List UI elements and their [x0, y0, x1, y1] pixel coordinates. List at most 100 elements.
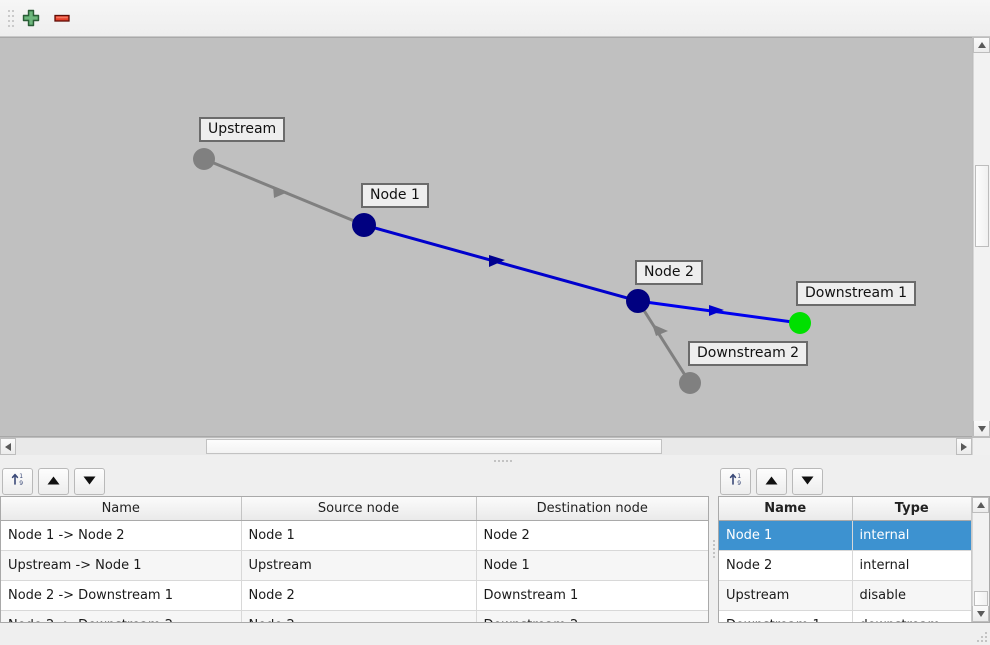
scroll-up-button[interactable] [973, 37, 990, 53]
svg-text:1: 1 [19, 473, 23, 480]
graph-hscroll-thumb[interactable] [206, 439, 662, 454]
nodes-table: Name Type Node 1 internal Node 2 i [719, 497, 971, 622]
nodes-table-scrollbar[interactable] [971, 497, 989, 622]
sort-ascending-icon: 1 9 [10, 471, 26, 491]
vertical-splitter[interactable] [709, 466, 718, 623]
cell-type[interactable]: internal [852, 520, 971, 551]
cell-name[interactable]: Node 2 -> Downstream 1 [1, 580, 242, 611]
edges-table-scroll[interactable]: Name Source node Destination node Node 1… [1, 497, 708, 622]
svg-text:1: 1 [737, 473, 741, 480]
toolbar-drag-handle[interactable] [4, 7, 13, 29]
plus-icon [21, 8, 41, 28]
column-header-destination-node[interactable]: Destination node [476, 497, 708, 521]
cell-type[interactable]: disable [852, 580, 971, 611]
edge-node2-downstream2 [636, 300, 692, 384]
bottom-area: 1 9 [0, 466, 990, 623]
graph-label-node1[interactable]: Node 1 [361, 183, 429, 208]
triangle-left-icon [5, 442, 11, 451]
svg-text:9: 9 [737, 480, 741, 487]
cell-destination[interactable]: Node 1 [476, 550, 708, 581]
minus-icon [52, 8, 72, 28]
triangle-up-icon [976, 502, 985, 508]
status-bar [0, 623, 990, 645]
table-row[interactable]: Node 1 -> Node 2 Node 1 Node 2 [1, 520, 708, 551]
cell-type[interactable]: downstream [852, 610, 971, 622]
cell-name[interactable]: Upstream -> Node 1 [1, 550, 242, 581]
cell-type[interactable]: internal [852, 550, 971, 581]
remove-node-button[interactable] [48, 4, 76, 32]
scroll-right-button[interactable] [956, 438, 972, 455]
window-resize-grip[interactable] [975, 630, 987, 642]
column-header-source-node[interactable]: Source node [241, 497, 477, 521]
cell-source[interactable]: Node 1 [241, 520, 477, 551]
cell-name[interactable]: Upstream [719, 580, 853, 611]
nodes-vscroll-thumb[interactable] [974, 591, 988, 606]
nodes-table-wrap: Name Type Node 1 internal Node 2 i [718, 496, 990, 623]
nodes-panel: 1 9 [718, 466, 990, 623]
table-row[interactable]: Upstream disable [719, 580, 971, 611]
sort-ascending-icon: 1 9 [728, 471, 744, 491]
column-header-type[interactable]: Type [852, 497, 971, 521]
graph-canvas[interactable]: Upstream Node 1 Node 2 Downstream 1 Down… [0, 37, 972, 437]
cell-name[interactable]: Downstream 1 [719, 610, 853, 622]
triangle-up-icon [765, 474, 778, 489]
triangle-down-icon [976, 610, 985, 617]
graph-vertical-scrollbar[interactable] [972, 37, 990, 437]
cell-source[interactable]: Node 2 [241, 610, 477, 622]
edge-upstream-node1 [203, 157, 365, 227]
graph-label-downstream2[interactable]: Downstream 2 [688, 341, 809, 366]
nodes-move-down-button[interactable] [792, 467, 823, 495]
column-header-name[interactable]: Name [1, 497, 242, 521]
svg-text:9: 9 [19, 480, 23, 487]
edges-toolbar: 1 9 [0, 466, 709, 496]
scroll-down-button[interactable] [972, 606, 989, 622]
cell-name[interactable]: Node 1 [719, 520, 853, 551]
column-header-name[interactable]: Name [719, 497, 853, 521]
cell-name[interactable]: Node 2 [719, 550, 853, 581]
nodes-sort-button[interactable]: 1 9 [720, 467, 751, 495]
cell-destination[interactable]: Downstream 2 [476, 610, 708, 622]
cell-destination[interactable]: Node 2 [476, 520, 708, 551]
nodes-table-scroll[interactable]: Name Type Node 1 internal Node 2 i [719, 497, 971, 622]
graph-horizontal-scrollbar[interactable] [0, 437, 990, 455]
table-row[interactable]: Node 1 internal [719, 520, 971, 551]
cell-name[interactable]: Node 1 -> Node 2 [1, 520, 242, 551]
triangle-down-icon [977, 425, 986, 432]
horizontal-splitter[interactable] [0, 455, 990, 466]
graph-label-upstream[interactable]: Upstream [199, 117, 286, 142]
graph-hscroll-track[interactable] [16, 438, 956, 455]
edges-move-up-button[interactable] [38, 467, 69, 495]
graph-vscroll-thumb[interactable] [975, 165, 989, 247]
nodes-table-header-row: Name Type [719, 497, 971, 521]
triangle-up-icon [977, 42, 986, 48]
graph-label-node2[interactable]: Node 2 [635, 260, 703, 285]
scrollbar-corner [972, 438, 990, 455]
cell-destination[interactable]: Downstream 1 [476, 580, 708, 611]
edges-table: Name Source node Destination node Node 1… [1, 497, 708, 622]
graph-vscroll-track[interactable] [973, 53, 990, 421]
graph-node-downstream1 [789, 312, 811, 334]
add-node-button[interactable] [17, 4, 45, 32]
cell-name[interactable]: Node 2 -> Downstream 2 [1, 610, 242, 622]
nodes-toolbar: 1 9 [718, 466, 990, 496]
nodes-vscroll-track[interactable] [972, 513, 989, 606]
scroll-up-button[interactable] [972, 497, 989, 513]
scroll-down-button[interactable] [973, 421, 990, 437]
graph-label-downstream1[interactable]: Downstream 1 [796, 281, 917, 306]
edges-panel: 1 9 [0, 466, 709, 623]
cell-source[interactable]: Node 2 [241, 580, 477, 611]
table-row[interactable]: Upstream -> Node 1 Upstream Node 1 [1, 550, 708, 581]
nodes-move-up-button[interactable] [756, 467, 787, 495]
table-row[interactable]: Node 2 -> Downstream 1 Node 2 Downstream… [1, 580, 708, 611]
edge-node2-downstream1 [637, 299, 801, 325]
edges-sort-button[interactable]: 1 9 [2, 467, 33, 495]
cell-source[interactable]: Upstream [241, 550, 477, 581]
table-row[interactable]: Node 2 internal [719, 550, 971, 581]
edges-table-header-row: Name Source node Destination node [1, 497, 708, 521]
edges-move-down-button[interactable] [74, 467, 105, 495]
scroll-left-button[interactable] [0, 438, 16, 455]
table-row[interactable]: Node 2 -> Downstream 2 Node 2 Downstream… [1, 610, 708, 622]
main-toolbar [0, 0, 990, 37]
graph-node-node1 [352, 213, 376, 237]
table-row[interactable]: Downstream 1 downstream [719, 610, 971, 622]
